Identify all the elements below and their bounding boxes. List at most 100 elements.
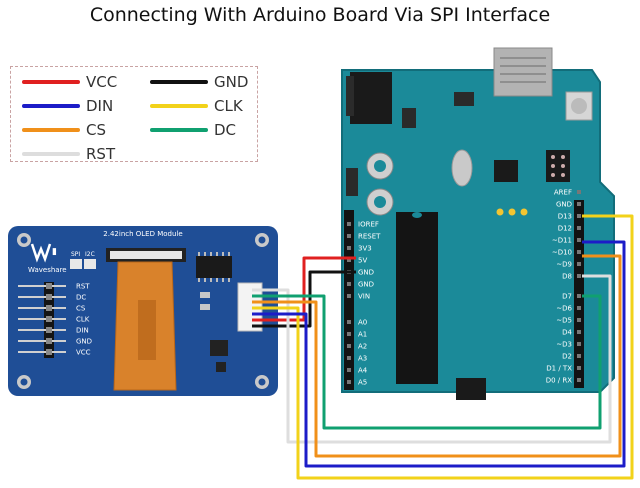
- wire-gnd: [252, 270, 356, 328]
- wire-din: [252, 240, 626, 468]
- arduino-pin-label: ~D3: [556, 341, 572, 349]
- oled-pin-rst: RST: [18, 283, 90, 291]
- arduino-pin-label: A1: [358, 331, 367, 339]
- arduino-pin-label: D2: [562, 353, 572, 361]
- legend-entries: VCC GND DIN CLK CS DC RST: [22, 73, 248, 163]
- arduino-pin-label: A2: [358, 343, 367, 351]
- arduino-pin-d12: D12: [558, 225, 581, 233]
- oled-pin-label: RST: [76, 283, 90, 291]
- legend-item-gnd: GND: [150, 73, 248, 91]
- legend-label: DIN: [86, 97, 113, 115]
- arduino-pin-a4: A4: [347, 367, 368, 375]
- arduino-pin-a3: A3: [347, 355, 367, 363]
- arduino-pin-reset: RESET: [347, 233, 381, 241]
- arduino-pin-label: A5: [358, 379, 367, 387]
- arduino-pin-d6: ~D6: [556, 305, 581, 313]
- wires: [252, 214, 634, 480]
- arduino-pin-label: 5V: [358, 257, 367, 265]
- arduino-pin-a5: A5: [347, 379, 367, 387]
- wire-legend: [10, 66, 258, 162]
- arduino-pin-label: GND: [358, 269, 374, 277]
- diagram-title: Connecting With Arduino Board Via SPI In…: [89, 4, 551, 26]
- oled-pin-clk: CLK: [18, 316, 90, 324]
- arduino-pin-d8: D8: [562, 273, 581, 281]
- svg-text:▮: ▮: [52, 247, 57, 257]
- arduino-pin-label: A0: [358, 319, 367, 327]
- arduino-pin-gnd: GND: [556, 201, 581, 209]
- oled-module: 2.42inch OLED Module ▮ Waveshare SPI I2C: [8, 226, 278, 396]
- arduino-pin-label: GND: [556, 201, 572, 209]
- wire-clk: [252, 214, 634, 480]
- legend-label: RST: [86, 145, 116, 163]
- legend-label: VCC: [86, 73, 117, 91]
- arduino-pin-label: ~D9: [556, 261, 572, 269]
- arduino-pin-a2: A2: [347, 343, 367, 351]
- arduino-pin-label: D1 / TX: [546, 365, 572, 373]
- arduino-pin-label: ~D11: [552, 237, 572, 245]
- arduino-pin-d1tx: D1 / TX: [546, 365, 581, 373]
- oled-pin-label: CLK: [76, 316, 90, 324]
- arduino-pin-d2: D2: [562, 353, 581, 361]
- arduino-pin-label: ~D5: [556, 317, 572, 325]
- oled-pin-dc: DC: [18, 294, 86, 302]
- wire-cs: [252, 254, 622, 458]
- oled-pin-din: DIN: [18, 327, 89, 335]
- legend-item-rst: RST: [22, 145, 116, 163]
- legend-label: CS: [86, 121, 106, 139]
- arduino-pin-d0rx: D0 / RX: [546, 377, 581, 385]
- oled-pin-label: GND: [76, 338, 92, 346]
- legend-item-clk: CLK: [150, 97, 244, 115]
- wire-vcc: [252, 256, 356, 322]
- arduino-pin-label: A3: [358, 355, 367, 363]
- oled-pin-label: DC: [76, 294, 86, 302]
- arduino-pin-a0: A0: [347, 319, 367, 327]
- legend-item-vcc: VCC: [22, 73, 117, 91]
- arduino-pin-label: VIN: [358, 293, 370, 301]
- arduino-pin-d4: D4: [562, 329, 581, 337]
- arduino-pin-d9: ~D9: [556, 261, 581, 269]
- oled-title: 2.42inch OLED Module: [103, 230, 182, 238]
- wire-dc: [252, 294, 602, 430]
- arduino-pin-label: A4: [358, 367, 368, 375]
- arduino-pin-label: D13: [558, 213, 572, 221]
- arduino-pin-gnd: GND: [347, 281, 374, 289]
- arduino-pin-label: ~D6: [556, 305, 572, 313]
- legend-label: CLK: [214, 97, 244, 115]
- wire-rst: [252, 274, 612, 444]
- oled-pin-label: DIN: [76, 327, 89, 335]
- oled-pin-vcc: VCC: [18, 349, 91, 357]
- oled-mode-i2c: I2C: [85, 251, 95, 258]
- legend-label: GND: [214, 73, 248, 91]
- arduino-pin-label: IOREF: [358, 221, 379, 229]
- oled-pin-label: VCC: [76, 349, 91, 357]
- legend-label: DC: [214, 121, 236, 139]
- arduino-pin-label: D0 / RX: [546, 377, 573, 385]
- oled-brand: Waveshare: [28, 266, 67, 274]
- arduino-pin-vin: VIN: [347, 293, 370, 301]
- arduino-pin-label: D12: [558, 225, 572, 233]
- arduino-pin-label: D8: [562, 273, 572, 281]
- legend-item-cs: CS: [22, 121, 106, 139]
- arduino-pin-a1: A1: [347, 331, 367, 339]
- arduino-pin-label: ~D10: [552, 249, 572, 257]
- arduino-pin-label: AREF: [554, 189, 572, 197]
- arduino-pin-d7: D7: [562, 293, 581, 301]
- arduino-pin-label: D4: [562, 329, 572, 337]
- waveshare-logo-icon: ▮: [30, 243, 57, 263]
- arduino-pin-5v: 5V: [347, 257, 367, 265]
- arduino-pin-label: D7: [562, 293, 572, 301]
- arduino-pin-d13: D13: [558, 213, 581, 221]
- arduino-pin-label: RESET: [358, 233, 381, 241]
- legend-item-din: DIN: [22, 97, 113, 115]
- arduino-pin-label: GND: [358, 281, 374, 289]
- oled-pin-label: CS: [76, 305, 86, 313]
- arduino-pin-aref: AREF: [554, 189, 581, 197]
- arduino-pin-label: 3V3: [358, 245, 372, 253]
- oled-pin-gnd: GND: [18, 338, 92, 346]
- oled-pin-header: RST DC CS CLK DIN GND VCC: [18, 283, 92, 357]
- arduino-pin-d3: ~D3: [556, 341, 581, 349]
